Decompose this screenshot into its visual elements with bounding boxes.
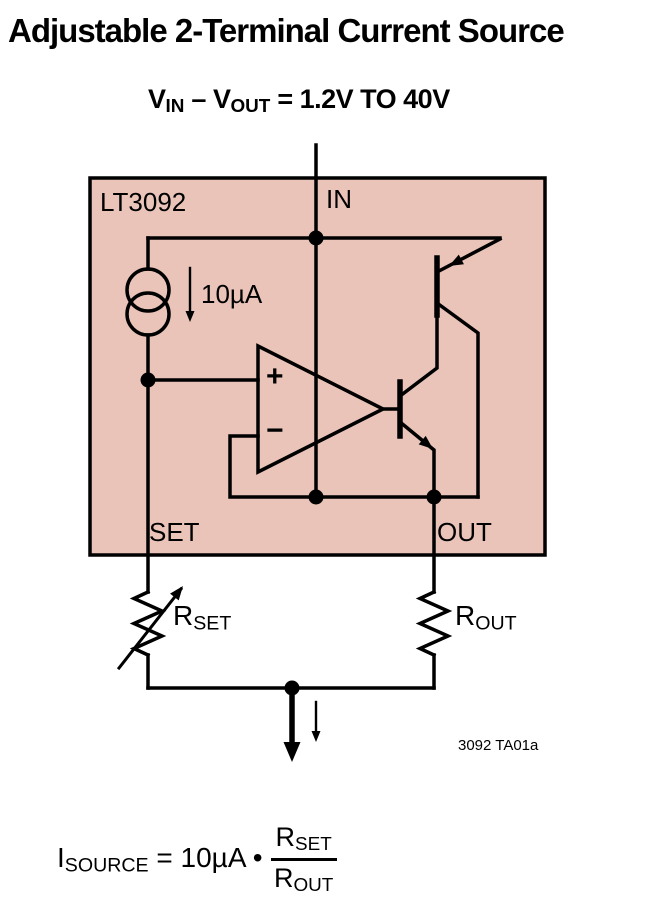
resistor-rset-symbol bbox=[116, 586, 184, 671]
pin-out-label: OUT bbox=[437, 517, 492, 547]
formula-lhs: ISOURCE = 10µA • bbox=[57, 842, 263, 877]
pin-set-label: SET bbox=[149, 517, 200, 547]
formula-i: I bbox=[57, 842, 65, 873]
formula-den-sub: OUT bbox=[293, 875, 334, 897]
resistor-rout-symbol bbox=[415, 589, 453, 658]
rset-sub: SET bbox=[193, 612, 232, 635]
formula-numerator: RSET bbox=[270, 822, 337, 862]
rout-label: ROUT bbox=[455, 600, 517, 635]
rset-base: R bbox=[173, 600, 194, 631]
pnp-transistor-symbol bbox=[434, 236, 503, 499]
formula-denominator: ROUT bbox=[271, 861, 337, 897]
subtitle-range: = 1.2V TO 40V bbox=[270, 84, 450, 114]
current-source-value-label: 10µA bbox=[201, 279, 263, 309]
npn-transistor-symbol bbox=[381, 313, 439, 499]
npn-emitter bbox=[397, 419, 436, 499]
isource-formula: ISOURCE = 10µA • RSET ROUT bbox=[57, 822, 337, 897]
feedback-wire bbox=[228, 434, 480, 499]
opamp-symbol bbox=[256, 343, 387, 475]
voltage-range-label: VIN – VOUT = 1.2V TO 40V bbox=[148, 84, 450, 118]
pnp-emitter bbox=[434, 236, 503, 275]
formula-num-sub: SET bbox=[295, 834, 332, 856]
subtitle-sub-in: IN bbox=[165, 96, 185, 118]
subtitle-sub-out: OUT bbox=[230, 96, 271, 118]
formula-num-base: R bbox=[275, 822, 296, 852]
node-dots bbox=[140, 230, 442, 696]
figure-id: 3092 TA01a bbox=[458, 737, 539, 754]
opamp-plus-label: + bbox=[266, 360, 284, 393]
npn-collector bbox=[397, 313, 439, 399]
formula-i-sub: SOURCE bbox=[64, 854, 149, 877]
rout-sub: OUT bbox=[475, 612, 517, 635]
opamp-minus-label: − bbox=[266, 414, 284, 447]
current-source-symbol bbox=[125, 266, 195, 337]
rout-base: R bbox=[455, 600, 476, 631]
subtitle-v1: V bbox=[148, 84, 166, 114]
formula-fraction: RSET ROUT bbox=[270, 822, 337, 897]
formula-den-base: R bbox=[273, 863, 294, 894]
formula-equals: = 10µA • bbox=[148, 842, 263, 873]
subtitle-dash: – V bbox=[184, 84, 231, 114]
figure-title: Adjustable 2-Terminal Current Source bbox=[8, 12, 565, 49]
output-current-arrow bbox=[283, 685, 321, 762]
ic-name-label: LT3092 bbox=[100, 187, 187, 217]
pin-in-label: IN bbox=[326, 184, 352, 214]
pnp-collector bbox=[434, 300, 480, 499]
rset-label: RSET bbox=[173, 600, 231, 635]
